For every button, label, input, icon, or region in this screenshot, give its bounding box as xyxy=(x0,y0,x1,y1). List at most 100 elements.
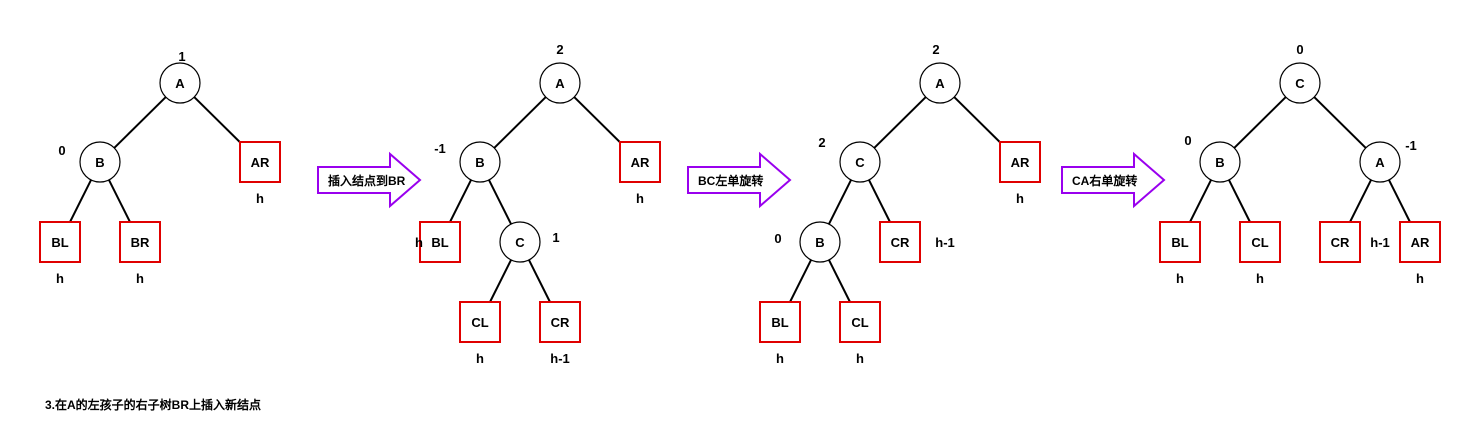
balance-factor-a: 1 xyxy=(178,49,185,64)
arrow-shape xyxy=(687,151,792,209)
node-label-b: B xyxy=(475,155,484,170)
balance-factor-c: 0 xyxy=(1296,42,1303,57)
subtree-bl xyxy=(1159,221,1201,263)
subtree-ar xyxy=(619,141,661,183)
node-label-a: A xyxy=(935,76,945,91)
balance-factor-b: 0 xyxy=(1184,133,1191,148)
edge-c-b xyxy=(828,179,852,225)
subtree-cr xyxy=(1319,221,1361,263)
balance-factor-a: 2 xyxy=(556,42,563,57)
edge-b-br xyxy=(108,179,131,223)
arrows-layer: 插入结点到BR BC左单旋转 CA右单旋转 xyxy=(317,151,1166,209)
node-label-cr: CR xyxy=(891,235,910,250)
node-a xyxy=(1359,141,1401,183)
height-label-cl: h xyxy=(1256,271,1264,286)
arrow-label: 插入结点到BR xyxy=(328,173,406,188)
height-label-bl: h xyxy=(56,271,64,286)
node-label-a: A xyxy=(1375,155,1385,170)
subtree-cr xyxy=(879,221,921,263)
height-label-ar: h xyxy=(1416,271,1424,286)
edge-b-bl xyxy=(69,179,92,223)
node-a xyxy=(159,62,201,104)
edge-c-cr xyxy=(528,259,551,303)
node-label-c: C xyxy=(1295,76,1305,91)
node-label-cr: CR xyxy=(1331,235,1350,250)
height-label-ar: h xyxy=(256,191,264,206)
node-label-b: B xyxy=(95,155,104,170)
edge-c-b xyxy=(1233,96,1287,149)
node-label-a: A xyxy=(175,76,185,91)
node-label-bl: BL xyxy=(51,235,68,250)
height-label-ar: h xyxy=(636,191,644,206)
node-label-ar: AR xyxy=(1011,155,1030,170)
node-b xyxy=(79,141,121,183)
subtree-bl xyxy=(419,221,461,263)
edge-a-ar xyxy=(193,96,241,143)
edge-a-b xyxy=(493,96,547,149)
edges-layer xyxy=(69,96,1411,303)
subtree-cr xyxy=(539,301,581,343)
edge-c-cr xyxy=(868,179,891,223)
node-a xyxy=(919,62,961,104)
step-arrow-3: CA右单旋转 xyxy=(1061,151,1166,209)
balance-factor-b: 0 xyxy=(58,143,65,158)
subtree-cl xyxy=(839,301,881,343)
height-label-cr: h-1 xyxy=(1370,235,1390,250)
edge-b-bl xyxy=(1189,179,1212,223)
subtree-cl xyxy=(1239,221,1281,263)
balance-factor-c: 2 xyxy=(818,135,825,150)
balance-factor-a: 2 xyxy=(932,42,939,57)
edge-b-bl xyxy=(449,179,472,223)
arrow-shape xyxy=(317,151,422,209)
height-label-br: h xyxy=(136,271,144,286)
edge-b-bl xyxy=(789,259,812,303)
node-a xyxy=(539,62,581,104)
node-label-bl: BL xyxy=(431,235,448,250)
arrow-label: CA右单旋转 xyxy=(1072,173,1137,188)
height-label-ar: h xyxy=(1016,191,1024,206)
node-label-br: BR xyxy=(131,235,150,250)
node-label-a: A xyxy=(555,76,565,91)
node-label-ar: AR xyxy=(251,155,270,170)
height-label-cr: h-1 xyxy=(935,235,955,250)
node-b xyxy=(1199,141,1241,183)
subtree-bl xyxy=(759,301,801,343)
node-label-bl: BL xyxy=(771,315,788,330)
edge-a-ar xyxy=(1388,179,1411,223)
balance-factor-a: -1 xyxy=(1405,138,1417,153)
node-c xyxy=(839,141,881,183)
node-c xyxy=(1279,62,1321,104)
node-b xyxy=(459,141,501,183)
step-arrow-1: 插入结点到BR xyxy=(317,151,422,209)
step-arrow-2: BC左单旋转 xyxy=(687,151,792,209)
subtree-cl xyxy=(459,301,501,343)
height-label-bl: h xyxy=(415,235,423,250)
arrow-label: BC左单旋转 xyxy=(698,173,763,188)
node-label-cr: CR xyxy=(551,315,570,330)
edge-c-cl xyxy=(489,259,512,303)
node-c xyxy=(499,221,541,263)
height-label-bl: h xyxy=(776,351,784,366)
height-label-cr: h-1 xyxy=(550,351,570,366)
node-label-b: B xyxy=(815,235,824,250)
edge-b-cl xyxy=(828,259,851,303)
diagram-caption: 3.在A的左孩子的右子树BR上插入新结点 xyxy=(45,398,262,412)
height-label-cl: h xyxy=(856,351,864,366)
edge-a-c xyxy=(873,96,927,149)
node-label-ar: AR xyxy=(1411,235,1430,250)
balance-factor-b: -1 xyxy=(434,141,446,156)
height-label-cl: h xyxy=(476,351,484,366)
edge-c-a xyxy=(1313,96,1367,149)
node-b xyxy=(799,221,841,263)
edge-b-cl xyxy=(1228,179,1251,223)
node-label-cl: CL xyxy=(1251,235,1268,250)
balance-factor-b: 0 xyxy=(774,231,781,246)
subtree-br xyxy=(119,221,161,263)
node-label-ar: AR xyxy=(631,155,650,170)
edge-b-c xyxy=(488,179,512,225)
node-label-bl: BL xyxy=(1171,235,1188,250)
